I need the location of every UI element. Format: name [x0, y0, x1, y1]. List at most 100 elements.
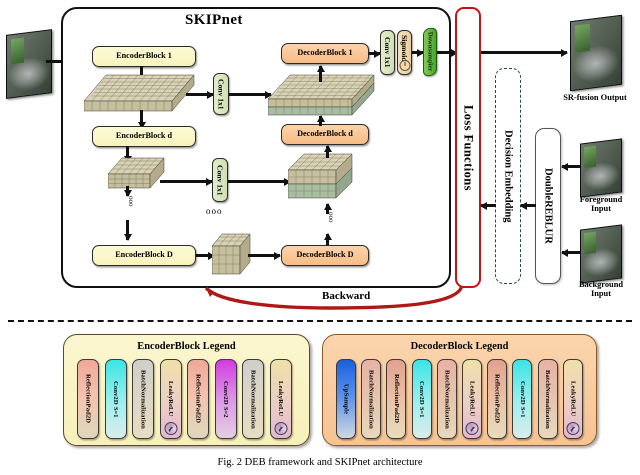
foreground-input-caption-line2: Input: [590, 203, 612, 213]
legend-layer-leakyrelu: LeakyReLU: [462, 359, 482, 439]
ellipsis-middle: ooo: [206, 206, 223, 216]
legend-layer-leakyrelu: LeakyReLU: [159, 359, 182, 439]
arrow-up-to-decoderfeatured: [326, 204, 330, 214]
head-sigmoid[interactable]: Sigmoid: [397, 30, 412, 75]
decoder-feature-map-slab-1: [268, 74, 375, 116]
arrow-featuremapd-down: [126, 186, 130, 196]
ellipsis-encoder-vertical: ooo: [127, 196, 135, 207]
backward-label: Backward: [322, 290, 371, 302]
foreground-input-image: [580, 138, 622, 198]
bottleneck-feature-cube: [212, 233, 251, 275]
decoder-block-1[interactable]: DecoderBlock 1: [281, 43, 369, 64]
legend-layer-reflectionpad2d: ReflectionPad2D: [487, 359, 508, 439]
arrow-foreground-to-reblur: [562, 165, 580, 169]
skip-conv-1x1-lower-label: Conv 1x1: [215, 164, 225, 196]
decoder-block-d[interactable]: DecoderBlock d: [281, 124, 369, 145]
arrow-featuremap1-to-encoderd: [140, 110, 144, 128]
sr-fusion-output-image: [570, 14, 622, 92]
head-sigmoid-label: Sigmoid: [400, 34, 409, 62]
skip-conv-1x1-upper[interactable]: Conv 1x1: [213, 73, 229, 115]
legend-layer-label: BatchNormalization: [139, 369, 147, 429]
encoderblock-legend: EncoderBlock Legend ReflectionPad2D Conv2…: [63, 334, 310, 446]
decoder-block-D[interactable]: DecoderBlock D: [281, 245, 369, 266]
arrow-downsampler-to-loss: [437, 51, 457, 55]
legend-layer-batchnormalization: BatchNormalization: [132, 359, 154, 439]
encoder-block-1[interactable]: EncoderBlock 1: [92, 46, 196, 67]
legend-layer-label: BatchNormalization: [544, 369, 552, 429]
decision-embedding-label: Decision Embedding: [495, 68, 521, 284]
arrow-reblur-to-decision: [521, 204, 536, 208]
arrow-decoderd-to-decoderfeature1: [319, 116, 323, 126]
decoderblock-legend: DecoderBlock Legend UpSample BatchNormali…: [322, 334, 597, 446]
legend-layer-label: ReflectionPad2D: [84, 374, 92, 424]
decoderblock-legend-title: DecoderBlock Legend: [410, 341, 509, 352]
legend-layer-label: ReflectionPad2D: [194, 374, 202, 424]
leakyrelu-dial-icon: [465, 422, 479, 435]
ellipsis-decoder-vertical: ooo: [327, 212, 335, 223]
background-input-caption: Background Input: [562, 280, 640, 299]
arrow-decoder1-to-head: [369, 52, 380, 56]
legend-layer-reflectionpad2d: ReflectionPad2D: [187, 359, 209, 439]
decision-embedding-box: [495, 68, 521, 284]
legend-layer-upsample: UpSample: [336, 359, 356, 439]
arrow-decoderfeature1-to-decoder1: [319, 66, 323, 82]
arrow-bottleneck-to-decoderD: [248, 254, 280, 258]
doublereblur-label: DoubleREBLUR: [535, 128, 561, 284]
doublereblur-box: [535, 128, 561, 284]
encoder-block-D[interactable]: EncoderBlock D: [92, 245, 196, 266]
skipnet-title: SKIPnet: [185, 12, 243, 28]
skip-conv-1x1-lower[interactable]: Conv 1x1: [212, 158, 228, 202]
legend-layer-batchnormalization: BatchNormalization: [537, 359, 558, 439]
legend-layer-batchnormalization: BatchNormalization: [242, 359, 264, 439]
legend-layer-stride: S=1: [112, 406, 119, 418]
legend-layer-reflectionpad2d: ReflectionPad2D: [77, 359, 99, 439]
head-downsampler[interactable]: Downsampler: [423, 26, 437, 78]
legend-layer-label: LeakyReLU: [167, 381, 174, 417]
arrow-featuremap1-to-skipconv1: [186, 93, 213, 97]
foreground-input-caption-line1: Foreground: [579, 195, 623, 204]
legend-layer-batchnormalization: BatchNormalization: [361, 359, 382, 439]
figure-caption: Fig. 2 DEB framework and SKIPnet archite…: [217, 457, 423, 468]
arrow-featuremapd-to-skipconv2: [160, 180, 212, 184]
legend-layer-reflectionpad2d: ReflectionPad2D: [386, 359, 407, 439]
arrow-ellipsis-to-encoderD: [126, 220, 130, 240]
legend-layer-label: LeakyReLU: [468, 381, 476, 417]
sigmoid-dial-icon: [399, 60, 410, 71]
feature-map-slab-d: [108, 157, 165, 189]
background-input-image: [580, 224, 622, 284]
leakyrelu-dial-icon: [566, 422, 580, 435]
arrow-loss-to-sr-output: [481, 51, 567, 55]
legend-layer-stride: S=1: [418, 406, 426, 418]
loss-functions-box: [455, 7, 481, 288]
encoder-block-d[interactable]: EncoderBlock d: [92, 126, 196, 147]
backward-arrow: [204, 283, 464, 310]
legend-layer-stride: S=1: [518, 406, 526, 418]
legend-layer-leakyrelu: LeakyReLU: [269, 359, 292, 439]
encoderblock-legend-title: EncoderBlock Legend: [137, 341, 236, 352]
arrow-skipconv1-to-decoderfeature1: [229, 93, 271, 97]
legend-layer-label: LeakyReLU: [569, 381, 577, 417]
sr-fusion-output-caption: SR-fusion Output: [563, 93, 627, 102]
doublereblur-text: DoubleREBLUR: [542, 168, 554, 244]
decision-embedding-text: Decision Embedding: [502, 129, 514, 223]
loss-functions-label: Loss Functions: [455, 7, 481, 288]
arrow-skipconv2-to-decoderfeatured: [228, 180, 290, 184]
arrow-background-to-reblur: [562, 251, 580, 255]
legend-layer-label: LeakyReLU: [277, 381, 284, 417]
arrow-encoderd-to-featuremapd: [126, 146, 130, 162]
feature-map-slab-1: [84, 74, 195, 112]
legend-layer-label: Conv2D: [418, 380, 426, 405]
legend-layer-label: BatchNormalization: [367, 369, 375, 429]
arrow-decision-to-loss: [481, 204, 496, 208]
arrow-sigmoid-to-downsampler: [412, 51, 423, 55]
legend-layer-stride: S=2: [222, 406, 229, 418]
head-conv-1x1-label: Conv 1x1: [383, 37, 392, 68]
skip-conv-1x1-upper-label: Conv 1x1: [216, 78, 226, 110]
head-conv-1x1[interactable]: Conv 1x1: [380, 30, 395, 75]
decoder-feature-map-slab-d: [288, 153, 353, 199]
background-input-caption-line2: Input: [590, 288, 612, 298]
